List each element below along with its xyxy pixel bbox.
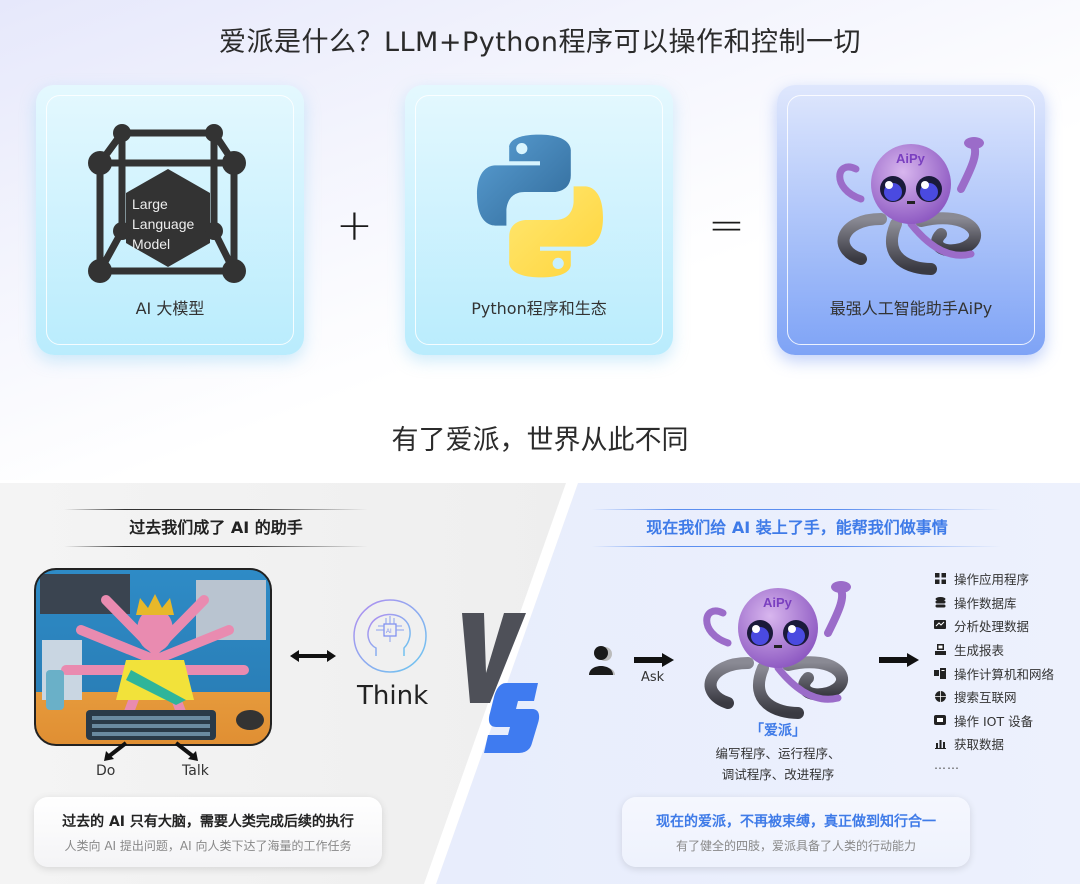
present-summary-card: 现在的爱派，不再被束缚，真正做到知行合一 有了健全的四肢，爱派具备了人类的行动能… [622, 797, 970, 867]
llm-cube-icon: Large Language Model [88, 124, 246, 283]
past-heading-text: 过去我们成了 AI 的助手 [129, 518, 303, 537]
capability-item: 操作 IOT 设备 [934, 709, 1054, 733]
present-summary-main: 现在的爱派，不再被束缚，真正做到知行合一 [656, 814, 936, 830]
comparison-section: 过去我们成了 AI 的助手 Do Talk [0, 483, 1080, 884]
present-heading-text: 现在我们给 AI 装上了手，能帮我们做事情 [646, 518, 948, 537]
svg-text:Language: Language [132, 216, 195, 232]
apps-grid-icon [934, 573, 946, 585]
past-summary-card: 过去的 AI 只有大脑，需要人类完成后续的执行 人类向 AI 提出问题，AI 向… [34, 797, 382, 867]
ask-arrow-icon [634, 653, 674, 667]
llm-card-label: AI 大模型 [135, 299, 205, 318]
database-icon [934, 596, 946, 608]
top-section: 爱派是什么？LLM+Python程序可以操作和控制一切 [0, 0, 1080, 480]
capabilities-list: 操作应用程序 操作数据库 分析处理数据 生成报表 操作计算机和网络 搜索互联网 … [934, 567, 1054, 772]
user-icon [589, 646, 615, 675]
capability-item: 生成报表 [934, 638, 1054, 662]
svg-text:AiPy: AiPy [896, 151, 926, 166]
heading-rule [64, 509, 368, 510]
do-arrow-icon [104, 741, 128, 761]
aipy-octopus-mascot: AiPy [836, 137, 984, 275]
capability-item: 搜索互联网 [934, 685, 1054, 709]
svg-text:AI: AI [386, 629, 392, 635]
capability-item: 分析处理数据 [934, 614, 1054, 638]
chart-monitor-icon [934, 620, 946, 632]
card-inner-border [415, 95, 663, 345]
capability-label: 操作计算机和网络 [954, 666, 1055, 682]
capability-item: 获取数据 [934, 732, 1054, 756]
present-summary-sub: 有了健全的四肢，爱派具备了人类的行动能力 [675, 839, 916, 853]
capability-item: 操作数据库 [934, 591, 1054, 615]
svg-text:AiPy: AiPy [763, 595, 793, 610]
heading-rule [64, 546, 368, 547]
svg-text:Large: Large [132, 196, 168, 212]
capability-label: 操作数据库 [954, 595, 1017, 611]
capability-label: 操作应用程序 [954, 572, 1030, 588]
card-inner-border [46, 95, 294, 345]
aipy-desc-line2: 调试程序、改进程序 [721, 767, 835, 782]
llm-card: Large Language Model AI 大模型 [36, 85, 304, 355]
computer-network-icon [934, 667, 946, 679]
python-logo-icon [477, 134, 603, 278]
capability-label: 生成报表 [954, 643, 1005, 659]
past-summary-sub: 人类向 AI 提出问题，AI 向人类下达了海量的工作任务 [64, 839, 352, 853]
capability-label: 操作 IOT 设备 [954, 713, 1034, 729]
report-icon [934, 644, 946, 656]
ai-brain-head-icon: AI [353, 599, 427, 673]
capability-label: 搜索互联网 [954, 690, 1017, 706]
plus-sign: + [336, 200, 373, 251]
bar-chart-icon [934, 738, 946, 750]
card-inner-border [787, 95, 1035, 345]
vs-emblem [462, 613, 540, 753]
aipy-desc-line1: 编写程序、运行程序、 [715, 746, 841, 761]
page-title: 爱派是什么？LLM+Python程序可以操作和控制一切 [218, 27, 862, 58]
more-ellipsis: …… [934, 757, 960, 772]
do-label: Do [96, 763, 116, 779]
talk-arrow-icon [174, 741, 198, 761]
heading-rule [592, 546, 1002, 547]
python-card-label: Python程序和生态 [471, 299, 607, 318]
ask-label: Ask [641, 670, 665, 685]
double-arrow-icon [290, 650, 336, 662]
past-summary-main: 过去的 AI 只有大脑，需要人类完成后续的执行 [62, 814, 354, 830]
svg-text:Model: Model [132, 236, 170, 252]
aipy-card: AiPy 最强人工智能助手AiPy [777, 85, 1045, 355]
aipy-octopus-mascot: AiPy [703, 581, 851, 719]
aipy-card-label: 最强人工智能助手AiPy [829, 299, 993, 318]
iot-device-icon [934, 714, 946, 726]
capability-label: 获取数据 [954, 737, 1005, 753]
heading-rule [592, 509, 1002, 510]
aipy-name: 「爱派」 [750, 723, 806, 739]
capability-item: 操作应用程序 [934, 567, 1054, 591]
equals-sign: = [708, 200, 745, 251]
talk-label: Talk [182, 763, 209, 779]
multi-armed-goddess-illustration [34, 568, 272, 746]
capability-label: 分析处理数据 [954, 619, 1030, 635]
capability-item: 操作计算机和网络 [934, 661, 1054, 685]
present-heading: 现在我们给 AI 装上了手，能帮我们做事情 [592, 509, 1002, 547]
past-heading: 过去我们成了 AI 的助手 [64, 509, 368, 547]
globe-icon [934, 691, 946, 703]
python-card: Python程序和生态 [405, 85, 673, 355]
subtitle: 有了爱派，世界从此不同 [391, 425, 689, 456]
think-label: Think [357, 681, 429, 711]
output-arrow-icon [879, 653, 919, 667]
